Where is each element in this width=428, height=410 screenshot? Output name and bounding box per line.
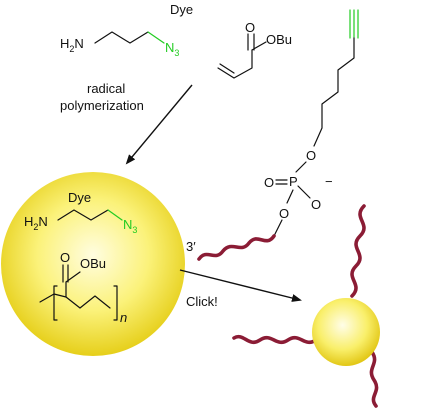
right-bracket [113,285,118,321]
click-arrow: Click! [179,269,302,309]
top-azide-label: N3 [165,40,179,58]
dna-3prime-label: 3′ [186,239,196,254]
dna-strand-free [197,234,276,261]
particle-ester-o-bond [65,271,81,283]
top-ester-o-bond [251,41,267,51]
phosphate-o-right: O [311,197,321,212]
phosphate-o-top: O [306,148,316,163]
top-vinyl-double-bond [219,63,235,74]
arrow-1-line [125,84,193,165]
arrow-1-label-line2: polymerization [60,98,144,113]
top-ester-skeleton [217,49,253,79]
arrow-2-label: Click! [186,294,218,309]
particle-propyl-chain [57,209,109,221]
nanoparticle-sphere [1,172,185,356]
o-dna-bond [273,219,283,237]
dna-nanoparticle [232,204,380,408]
repeat-n-label: n [120,310,127,325]
top-reagents: Dye H2N N3 O OBu [60,2,292,79]
left-bracket [53,285,58,321]
top-carbonyl-o: O [245,20,255,35]
dna-strand-left [232,334,318,345]
phosphorus-label: P [289,174,298,189]
phosphate-o-left: O [264,175,274,190]
o-p-bond-top [295,161,307,173]
phosphate-o-bottom: O [279,206,289,221]
dna-strand-bottom [369,350,379,408]
alkyl-linker [313,37,355,147]
product-sphere [312,298,380,366]
particle-ester-label: OBu [80,256,106,271]
particle-azide-label: N3 [123,217,137,235]
arrow-1-label-line1: radical [87,81,125,96]
polymer-nanoparticle: Dye H2N N3 O OBu n [1,172,185,356]
polymerization-arrow: radical polymerization [60,81,193,165]
top-azide-bond [147,31,165,44]
particle-backbone [65,281,111,309]
top-ester-label: OBu [266,32,292,47]
p-o-bond-right [297,185,311,199]
top-amine-label: H2N [60,36,84,54]
particle-carbonyl-o: O [60,250,70,265]
particle-dye-label: Dye [68,190,91,205]
particle-amine-label: H2N [24,214,48,232]
phosphate-charge: − [325,174,333,189]
top-propyl-chain [94,31,149,44]
particle-azide-bond [107,209,123,221]
dna-strand-top [350,204,366,298]
top-dye-label: Dye [170,2,193,17]
p-o-bond-bottom [286,189,294,204]
alkyne-dna: O P O O − O 3′ [186,9,359,261]
arrow-2-line [179,269,302,302]
